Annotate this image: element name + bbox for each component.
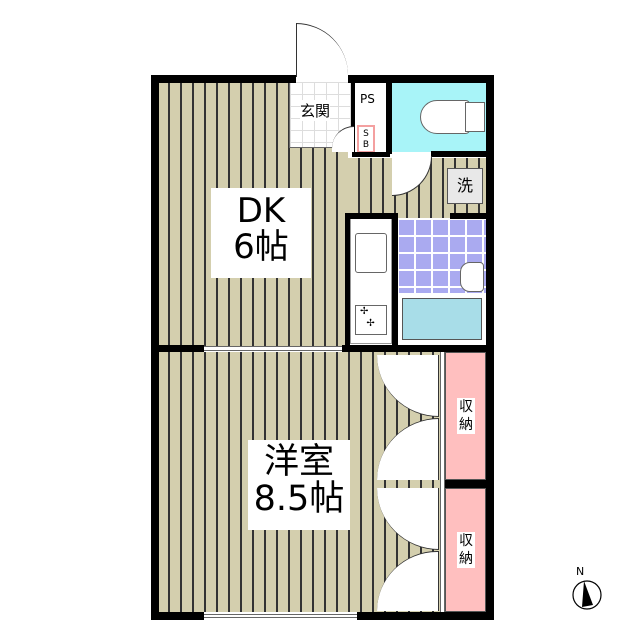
wall-middle-right <box>342 345 494 352</box>
sb-box: S B <box>357 125 375 153</box>
outer-wall-top-right <box>348 75 494 83</box>
storage-partition <box>440 352 445 612</box>
washer-icon: 洗 <box>447 168 483 204</box>
outer-wall-top <box>151 75 296 83</box>
compass-north-label: N <box>576 565 585 578</box>
kitchen-sink-icon <box>355 233 387 273</box>
outer-wall-bottom-left <box>151 612 204 620</box>
storage-2-label: 収 納 <box>457 532 475 568</box>
western-room-label: 洋室 8.5帖 <box>248 440 350 530</box>
entrance-label: 玄関 <box>300 100 331 121</box>
dk-name: DK <box>236 191 286 231</box>
wall-bath-top <box>345 213 397 219</box>
wall-ps-left <box>351 82 355 152</box>
storage-2-char2: 納 <box>459 551 473 567</box>
wall-middle-left <box>151 345 204 352</box>
sb-label-s: S <box>363 129 369 139</box>
ps-label: PS <box>360 92 375 106</box>
wall-bath-top-right <box>450 213 487 219</box>
storage-2-char1: 収 <box>459 533 473 549</box>
bathtub-icon <box>402 298 482 340</box>
compass-icon <box>572 580 602 610</box>
compass: N <box>570 565 604 615</box>
wall-toilet-bottom <box>431 151 487 157</box>
sliding-door-dk[interactable] <box>204 346 342 351</box>
window-bottom[interactable] <box>204 614 357 618</box>
toilet-tank <box>465 102 485 132</box>
washer-label: 洗 <box>456 176 473 195</box>
wall-toilet-left <box>386 82 392 154</box>
wall-sb-bottom <box>352 152 390 157</box>
wall-bath-left <box>392 213 398 349</box>
wall-counter-left <box>345 213 350 349</box>
storage-1-char1: 収 <box>459 399 473 415</box>
storage-1-char2: 納 <box>459 417 473 433</box>
entrance-door[interactable] <box>296 23 348 77</box>
dk-room-label: DK 6帖 <box>211 188 311 278</box>
dk-size: 6帖 <box>233 226 289 267</box>
western-size: 8.5帖 <box>253 478 345 519</box>
toilet-icon <box>420 100 470 134</box>
wall-storage-divider <box>440 480 494 488</box>
outer-wall-bottom-right <box>357 612 494 620</box>
pipe-space <box>353 82 387 120</box>
stove-icon: ✢ ✢ <box>355 305 387 335</box>
sink-icon <box>460 262 484 292</box>
sb-label-b: B <box>362 140 370 150</box>
western-name: 洋室 <box>263 442 334 482</box>
storage-1-label: 収 納 <box>457 398 475 434</box>
